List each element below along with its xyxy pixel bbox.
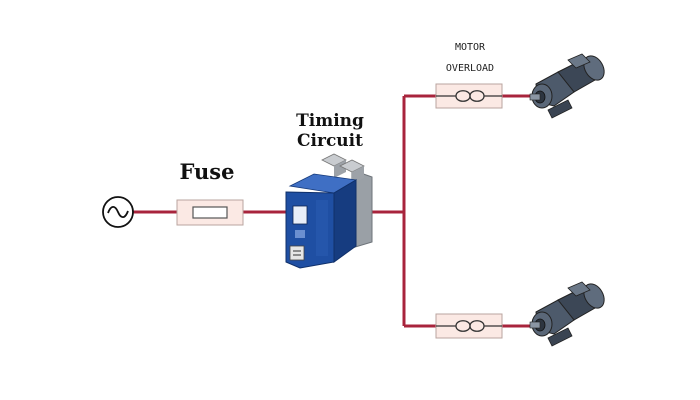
overload-relay-icon <box>435 313 503 339</box>
gear-motor-icon <box>529 53 605 119</box>
timing-relay-icon <box>285 153 373 269</box>
overload-label-line1: MOTOR <box>455 42 486 53</box>
timing-label-line1: Timing <box>296 111 364 131</box>
ac-source-icon <box>102 196 134 228</box>
fuse-icon <box>176 199 244 226</box>
gear-motor-icon <box>529 281 605 347</box>
timing-label-line2: Circuit <box>297 131 363 151</box>
overload-label-line2: OVERLOAD <box>446 63 494 74</box>
overload-relay-icon <box>435 83 503 109</box>
wiring <box>133 94 530 328</box>
fuse-label: Fuse <box>180 159 235 184</box>
